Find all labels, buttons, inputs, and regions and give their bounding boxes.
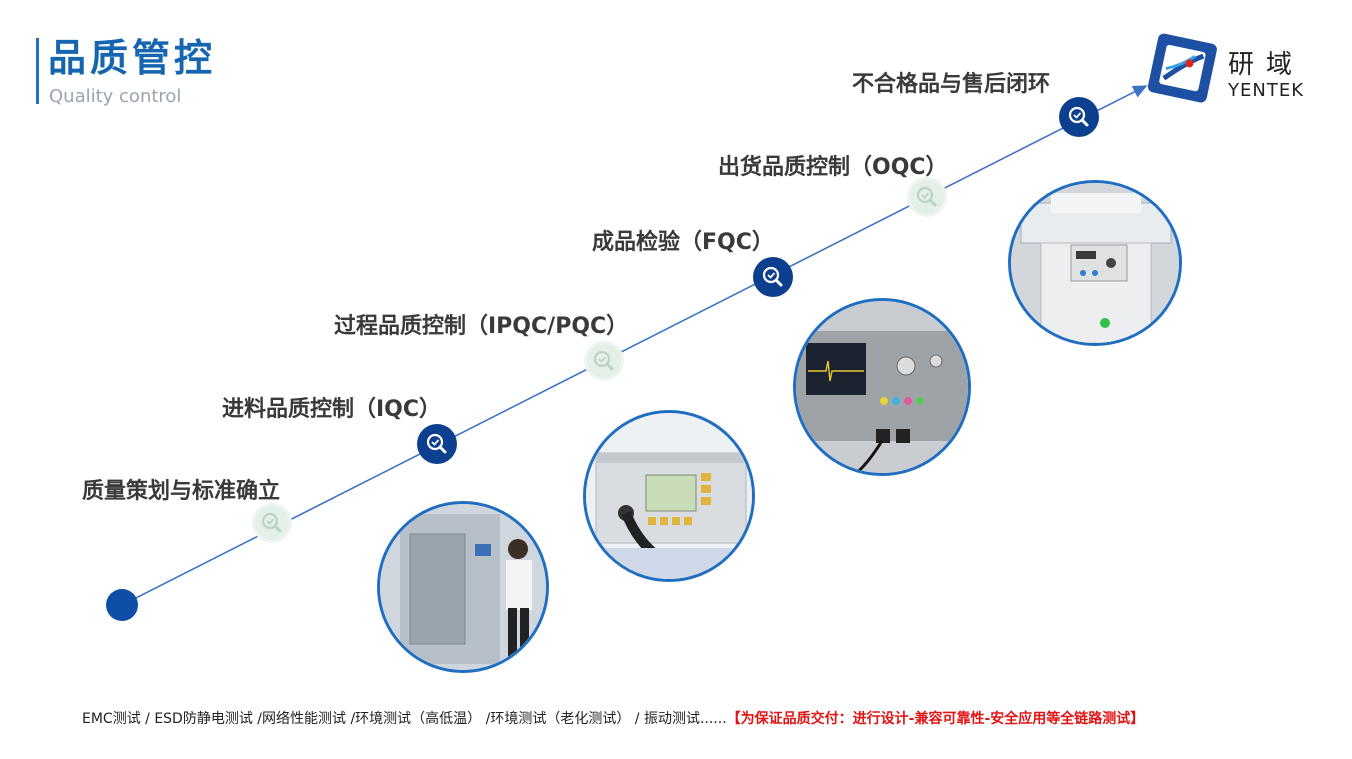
node-4 bbox=[753, 257, 793, 297]
footer-tests-list: EMC测试 / ESD防静电测试 /网络性能测试 /环境测试（高低温） /环境测… bbox=[82, 711, 727, 727]
step-label-fqc: 成品检验（FQC） bbox=[592, 230, 774, 255]
node-3-faded bbox=[584, 341, 624, 381]
page-title: 品质管控 bbox=[48, 36, 217, 80]
step-label-iqc: 进料品质控制（IQC） bbox=[222, 397, 442, 422]
node-6 bbox=[1059, 97, 1099, 137]
yentek-logo bbox=[1147, 33, 1217, 103]
footer-tests: EMC测试 / ESD防静电测试 /网络性能测试 /环境测试（高低温） /环境测… bbox=[82, 708, 1144, 730]
node-5-faded bbox=[907, 177, 947, 217]
photo-vibration-tester bbox=[1008, 180, 1182, 346]
footer-note: 【为保证品质交付：进行设计-兼容可靠性-安全应用等全链路测试】 bbox=[726, 711, 1145, 727]
step-label-planning: 质量策划与标准确立 bbox=[82, 479, 281, 504]
timeline-line bbox=[121, 85, 1148, 606]
node-1-faded bbox=[252, 503, 292, 543]
photo-esd-tester bbox=[583, 410, 755, 582]
photo-oscilloscope bbox=[793, 298, 971, 476]
logo-text-cn: 研域 bbox=[1228, 50, 1305, 80]
timeline-start-dot bbox=[106, 589, 138, 621]
logo-text-en: YENTEK bbox=[1228, 80, 1305, 101]
step-label-ipqc: 过程品质控制（IPQC/PQC） bbox=[334, 314, 629, 339]
page-subtitle: Quality control bbox=[49, 86, 182, 107]
step-label-closed-loop: 不合格品与售后闭环 bbox=[852, 72, 1051, 97]
photo-environment-chamber bbox=[377, 501, 549, 673]
title-accent-bar bbox=[36, 38, 39, 104]
step-label-oqc: 出货品质控制（OQC） bbox=[718, 155, 948, 180]
node-2 bbox=[417, 424, 457, 464]
